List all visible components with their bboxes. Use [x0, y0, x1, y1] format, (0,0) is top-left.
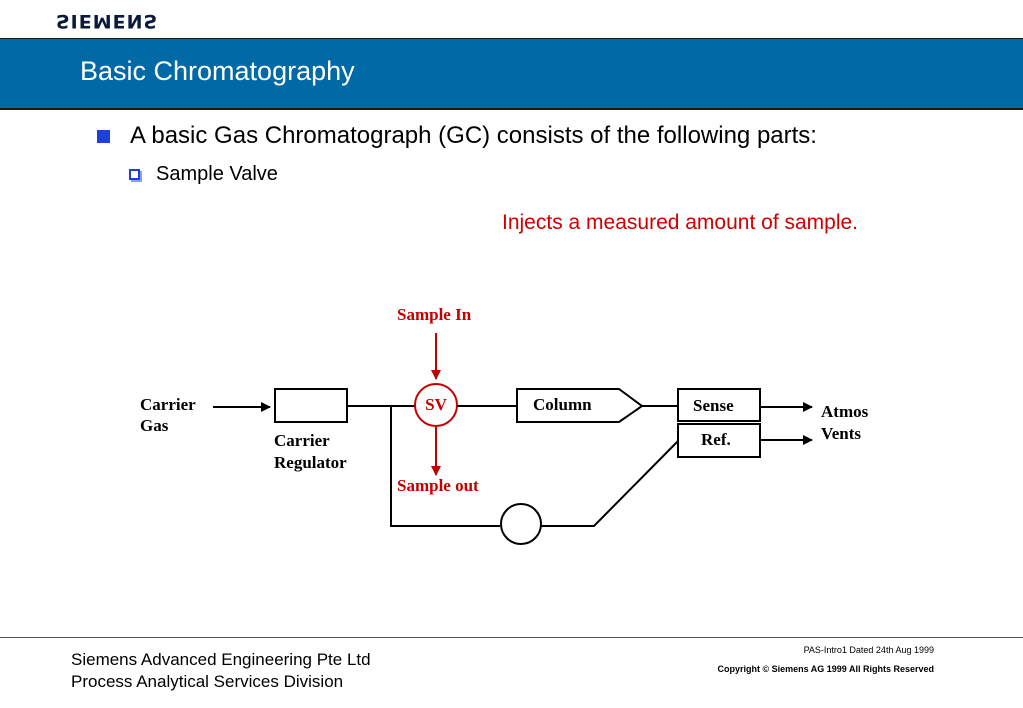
- atmos-vents-label-line1: Atmos: [821, 402, 869, 421]
- ref-label: Ref.: [701, 430, 731, 449]
- footer-copyright: Copyright © Siemens AG 1999 All Rights R…: [717, 664, 934, 674]
- regulator-label-line2: Regulator: [274, 453, 347, 472]
- filled-square-bullet-icon: [97, 129, 110, 143]
- atmos-vents-label-line2: Vents: [821, 424, 861, 443]
- carrier-gas-label-line1: Carrier: [140, 395, 196, 414]
- carrier-regulator-box: [274, 388, 348, 423]
- sample-valve-label: SV: [425, 395, 447, 414]
- page-title: Basic Chromatography: [80, 56, 355, 86]
- sample-in-label: Sample In: [397, 305, 472, 324]
- hollow-square-bullet-icon: [129, 169, 140, 180]
- sense-cell-box: [677, 388, 761, 422]
- footer-company: Siemens Advanced Engineering Pte Ltd Pro…: [71, 649, 371, 693]
- sense-label: Sense: [693, 396, 734, 415]
- footer-company-line1: Siemens Advanced Engineering Pte Ltd: [71, 650, 371, 669]
- footer-meta: PAS-Intro1 Dated 24th Aug 1999: [803, 645, 934, 655]
- bullet-list-item: A basic Gas Chromatograph (GC) consists …: [97, 122, 817, 150]
- flow-restrictor-circle: [500, 503, 542, 545]
- footer-divider: [0, 637, 1023, 638]
- sample-valve-note: Injects a measured amount of sample.: [502, 211, 859, 234]
- carrier-gas-label-line2: Gas: [140, 416, 169, 435]
- footer-company-line2: Process Analytical Services Division: [71, 672, 344, 691]
- sub-bullet-text: Sample Valve: [156, 163, 278, 185]
- restrictor-to-ref-line: [541, 439, 680, 527]
- column-shape: [516, 388, 644, 423]
- title-bar: Basic Chromatography: [0, 38, 1023, 110]
- column-label: Column: [533, 395, 592, 414]
- sub-bullet-list-item: Sample Valve: [129, 163, 278, 186]
- sample-out-label: Sample out: [397, 476, 479, 495]
- reference-branch-line: [390, 406, 500, 527]
- bullet-text-main: A basic Gas Chromatograph (GC) consists …: [130, 122, 817, 149]
- regulator-label-line1: Carrier: [274, 431, 330, 450]
